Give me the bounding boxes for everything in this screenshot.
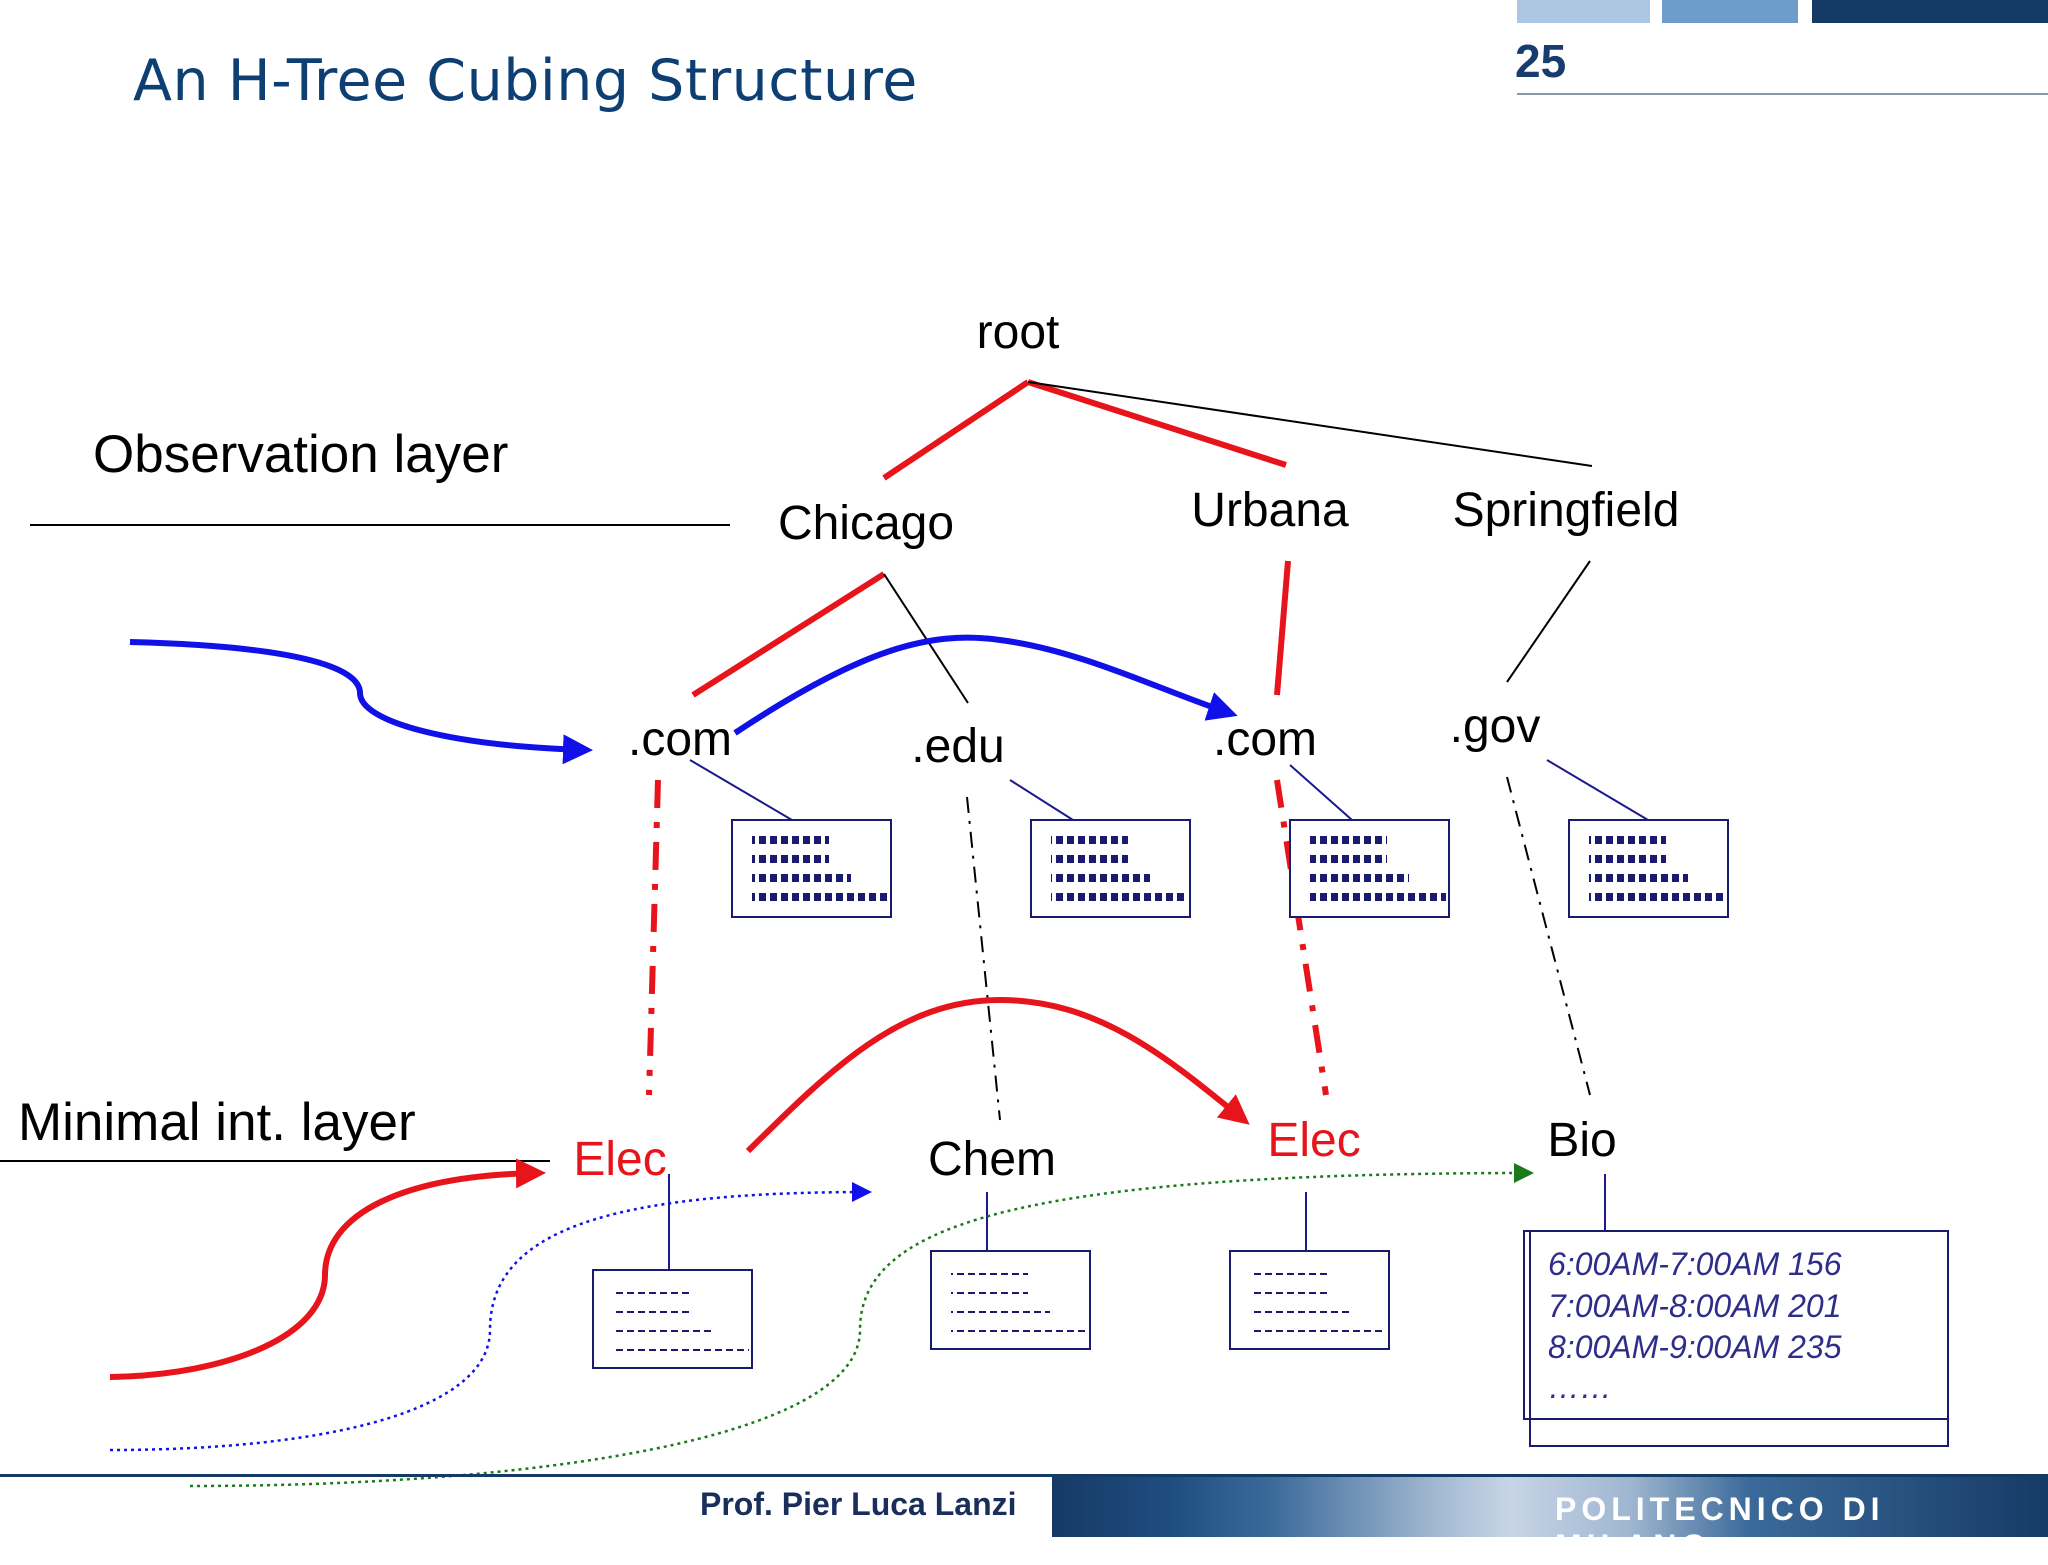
table-gov-springfield [1568, 819, 1729, 918]
connector-gov-table [1546, 759, 1649, 821]
bio-row-1: 6:00AM-7:00AM 156 [1548, 1246, 1842, 1282]
table-com-urbana [1289, 819, 1450, 918]
edge-chicago-edu [883, 573, 969, 704]
node-root: root [977, 306, 1060, 359]
node-urbana: Urbana [1191, 484, 1349, 537]
bio-row-3: 8:00AM-9:00AM 235 [1548, 1329, 1842, 1365]
node-com-chicago: .com [628, 713, 732, 766]
edge-edu-chem [966, 796, 1001, 1121]
node-chicago: Chicago [778, 497, 954, 550]
table-com-chicago [731, 819, 892, 918]
bio-table: 6:00AM-7:00AM 156 7:00AM-8:00AM 201 8:00… [1523, 1230, 1949, 1447]
node-bio-springfield: Bio [1547, 1114, 1616, 1167]
edge-root-urbana [1027, 379, 1287, 468]
header-bar-light [1517, 0, 1650, 23]
observation-layer-label: Observation layer [93, 425, 508, 484]
node-springfield: Springfield [1453, 484, 1680, 537]
table-elec-chicago [592, 1269, 753, 1369]
header-rule [1517, 93, 2048, 95]
footer-author: Prof. Pier Luca Lanzi [700, 1486, 1017, 1522]
edge-root-springfield [1027, 381, 1593, 467]
node-elec-chicago: Elec [573, 1133, 666, 1186]
edge-root-chicago [882, 379, 1030, 481]
header-bar-medium [1662, 0, 1798, 23]
red-arrow-elec-to-elec [745, 996, 1250, 1154]
edge-com-elec-1 [646, 779, 661, 1096]
blue-arrow-entry [129, 639, 593, 765]
node-edu-chicago: .edu [911, 720, 1004, 773]
blue-dotted-arrow [109, 1182, 872, 1452]
footer-institution: POLITECNICO DI MILANO [1555, 1491, 1885, 1564]
edge-com-elec-2 [1274, 779, 1329, 1096]
edge-chicago-com [691, 571, 886, 698]
node-elec-urbana: Elec [1267, 1114, 1360, 1167]
node-com-urbana: .com [1213, 713, 1317, 766]
minimal-layer-label: Minimal int. layer [18, 1093, 416, 1152]
table-chem-chicago [930, 1250, 1091, 1350]
bio-row-4: …… [1548, 1369, 1612, 1405]
edge-gov-bio [1506, 776, 1591, 1096]
edge-urbana-com [1274, 560, 1291, 696]
table-elec-urbana [1229, 1250, 1390, 1350]
header-bar-dark [1812, 0, 2048, 23]
red-arrow-entry [109, 1158, 546, 1380]
connector-com1-table [689, 759, 793, 821]
node-chem-chicago: Chem [928, 1133, 1056, 1186]
connector-edu-table [1009, 779, 1074, 821]
footer-rule [0, 1474, 2048, 1477]
node-gov-springfield: .gov [1450, 700, 1541, 753]
table-edu-chicago [1030, 819, 1191, 918]
blue-arrow-com-to-com [733, 634, 1238, 736]
slide-title: An H-Tree Cubing Structure [133, 48, 918, 114]
footer-band [1052, 1477, 2048, 1537]
page-number: 25 [1515, 35, 1567, 87]
connector-com2-table [1289, 764, 1353, 821]
bio-row-2: 7:00AM-8:00AM 201 [1548, 1288, 1842, 1324]
edge-springfield-gov [1506, 560, 1591, 683]
